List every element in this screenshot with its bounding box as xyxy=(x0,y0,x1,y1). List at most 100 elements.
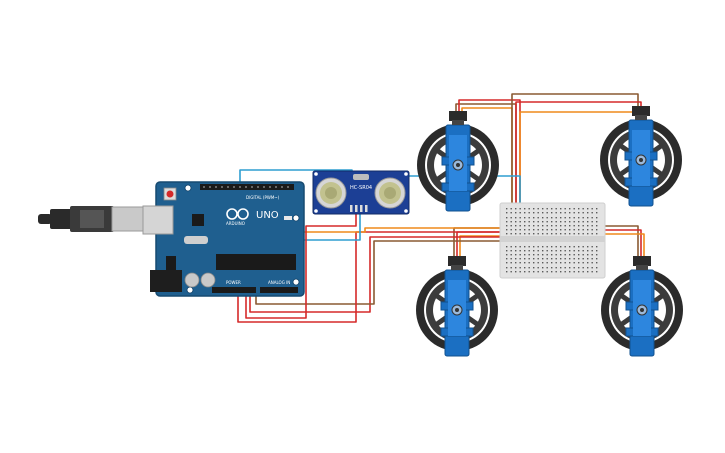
breadboard-hole xyxy=(560,208,562,210)
breadboard-hole xyxy=(546,254,548,256)
breadboard-hole xyxy=(551,250,553,252)
breadboard-hole xyxy=(569,233,571,235)
breadboard-hole xyxy=(560,271,562,273)
breadboard-hole xyxy=(551,221,553,223)
breadboard-hole xyxy=(510,229,512,231)
breadboard-hole xyxy=(519,250,521,252)
breadboard-hole xyxy=(524,229,526,231)
breadboard-hole xyxy=(524,246,526,248)
board-model-label: UNO xyxy=(256,210,279,221)
sensor-model-label: HC-SR04 xyxy=(350,185,372,191)
breadboard-hole xyxy=(596,254,598,256)
breadboard-hole xyxy=(591,250,593,252)
breadboard-hole xyxy=(524,212,526,214)
breadboard-hole xyxy=(573,271,575,273)
breadboard-hole xyxy=(510,221,512,223)
breadboard-hole xyxy=(573,225,575,227)
wire-red xyxy=(249,236,505,313)
servo-wheel-bottom-right[interactable] xyxy=(601,256,683,356)
breadboard-hole xyxy=(560,217,562,219)
breadboard-hole xyxy=(537,229,539,231)
breadboard-hole xyxy=(542,221,544,223)
breadboard-hole xyxy=(560,212,562,214)
breadboard-hole xyxy=(519,267,521,269)
breadboard-hole xyxy=(506,221,508,223)
breadboard-hole xyxy=(546,217,548,219)
breadboard-hole xyxy=(537,271,539,273)
breadboard-hole xyxy=(510,208,512,210)
breadboard-hole xyxy=(551,271,553,273)
breadboard-hole xyxy=(533,225,535,227)
breadboard-hole xyxy=(573,267,575,269)
breadboard-hole xyxy=(564,208,566,210)
breadboard-hole xyxy=(551,212,553,214)
breadboard-hole xyxy=(537,225,539,227)
breadboard-hole xyxy=(528,225,530,227)
breadboard-hole xyxy=(546,225,548,227)
breadboard-hole xyxy=(596,229,598,231)
breadboard-hole xyxy=(591,262,593,264)
breadboard-hole xyxy=(528,254,530,256)
breadboard-hole xyxy=(591,246,593,248)
breadboard-hole xyxy=(587,271,589,273)
breadboard-hole xyxy=(546,246,548,248)
breadboard-hole xyxy=(515,246,517,248)
breadboard-hole xyxy=(560,221,562,223)
breadboard-hole xyxy=(506,258,508,260)
sensor-transducer-left xyxy=(315,177,347,209)
breadboard-hole xyxy=(510,250,512,252)
servo-wheel-bottom-left[interactable] xyxy=(416,256,498,356)
breadboard-hole xyxy=(551,262,553,264)
breadboard-hole xyxy=(542,208,544,210)
breadboard-hole xyxy=(542,250,544,252)
breadboard-hole xyxy=(519,262,521,264)
breadboard-hole xyxy=(587,262,589,264)
breadboard-hole xyxy=(537,254,539,256)
breadboard-hole xyxy=(582,258,584,260)
breadboard-hole xyxy=(555,229,557,231)
arduino-uno-board[interactable]: UNO ARDUINO DIGITAL (PWM~) POWER ANALOG … xyxy=(142,181,305,297)
breadboard-hole xyxy=(569,262,571,264)
breadboard-hole xyxy=(560,229,562,231)
servo-wheel-top-left[interactable] xyxy=(417,111,499,211)
breadboard-hole xyxy=(578,258,580,260)
breadboard-hole xyxy=(546,267,548,269)
breadboard-hole xyxy=(551,208,553,210)
breadboard-hole xyxy=(537,267,539,269)
breadboard-hole xyxy=(515,258,517,260)
breadboard-hole xyxy=(573,229,575,231)
breadboard-hole xyxy=(519,271,521,273)
breadboard-hole xyxy=(506,217,508,219)
breadboard-hole xyxy=(551,225,553,227)
breadboard-hole xyxy=(533,271,535,273)
breadboard-hole xyxy=(591,212,593,214)
breadboard-hole xyxy=(555,250,557,252)
breadboard-hole xyxy=(528,217,530,219)
breadboard-hole xyxy=(582,246,584,248)
analog-pins-label: ANALOG IN xyxy=(268,280,290,285)
breadboard-hole xyxy=(582,212,584,214)
breadboard-hole xyxy=(515,262,517,264)
breadboard-hole xyxy=(524,258,526,260)
breadboard-hole xyxy=(542,262,544,264)
breadboard-hole xyxy=(569,271,571,273)
sensor-transducer-right xyxy=(374,177,406,209)
breadboard-hole xyxy=(519,233,521,235)
breadboard-hole xyxy=(555,221,557,223)
breadboard-hole xyxy=(506,246,508,248)
servo-wheel-top-right[interactable] xyxy=(600,106,682,206)
breadboard-hole xyxy=(524,262,526,264)
breadboard-hole xyxy=(591,258,593,260)
breadboard-hole xyxy=(596,225,598,227)
breadboard-hole xyxy=(555,208,557,210)
breadboard-hole xyxy=(542,225,544,227)
breadboard-hole xyxy=(519,246,521,248)
breadboard-hole xyxy=(506,254,508,256)
breadboard-hole xyxy=(564,254,566,256)
breadboard-hole xyxy=(564,246,566,248)
breadboard[interactable] xyxy=(499,202,606,279)
ultrasonic-sensor[interactable]: HC-SR04 xyxy=(312,170,410,215)
breadboard-hole xyxy=(555,267,557,269)
breadboard-hole xyxy=(578,217,580,219)
breadboard-hole xyxy=(519,212,521,214)
